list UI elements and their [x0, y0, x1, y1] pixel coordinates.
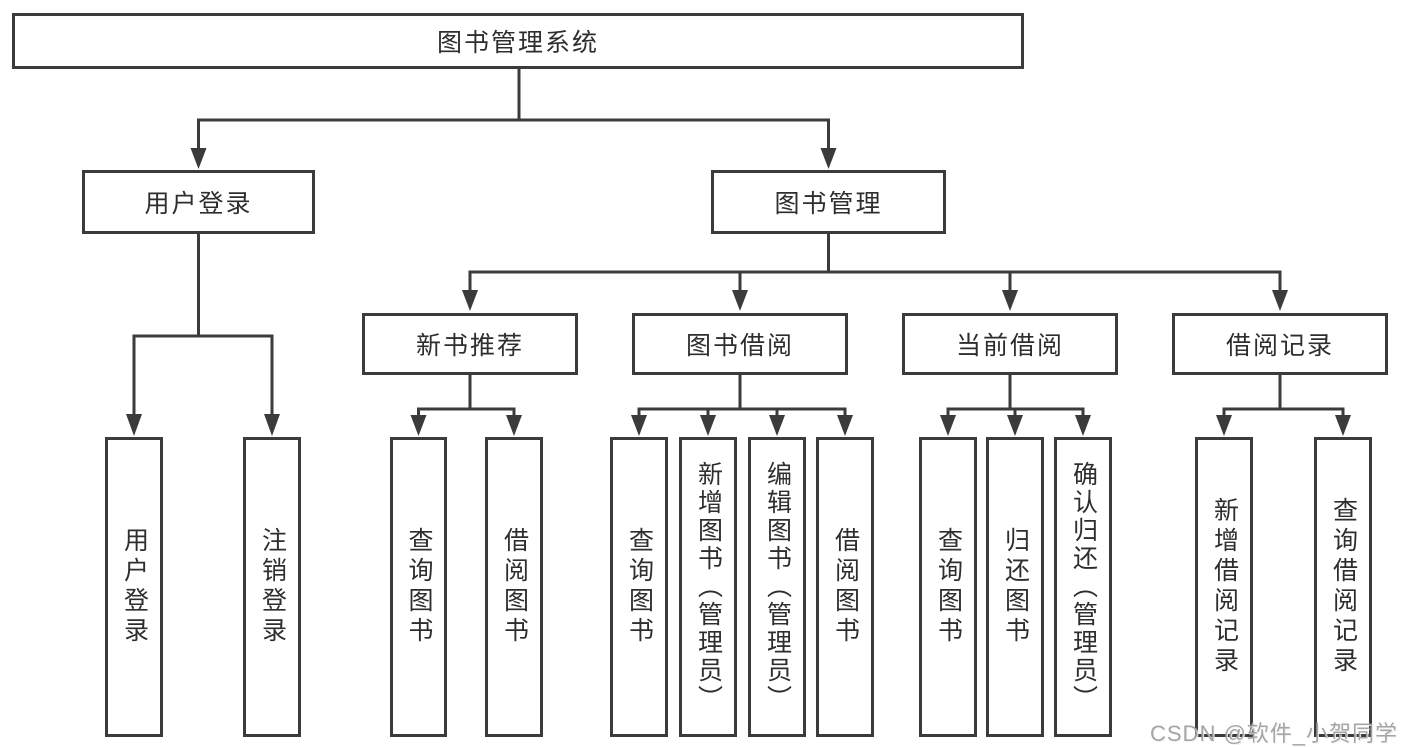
- leaf-logout: 注销登录: [243, 437, 301, 737]
- leaf-borrow-books: 借阅图书: [816, 437, 874, 737]
- leaf-borrow-books-recommendation: 借阅图书: [485, 437, 543, 737]
- node-new-book-recommendation: 新书推荐: [362, 313, 578, 375]
- leaf-query-borrow-record: 查询借阅记录: [1314, 437, 1372, 737]
- node-book-borrowing: 图书借阅: [632, 313, 848, 375]
- node-library-management-system: 图书管理系统: [12, 13, 1024, 69]
- leaf-edit-books-admin: 编辑图书（管理员）: [748, 437, 806, 737]
- node-current-borrowing: 当前借阅: [902, 313, 1118, 375]
- leaf-query-books-current: 查询图书: [919, 437, 977, 737]
- leaf-confirm-return-admin: 确认归还（管理员）: [1054, 437, 1112, 737]
- leaf-add-books-admin: 新增图书（管理员）: [679, 437, 737, 737]
- node-user-login: 用户登录: [82, 170, 315, 234]
- leaf-user-login: 用户登录: [105, 437, 163, 737]
- leaf-query-books-borrowing: 查询图书: [610, 437, 668, 737]
- node-borrowing-records: 借阅记录: [1172, 313, 1388, 375]
- node-book-management: 图书管理: [711, 170, 946, 234]
- leaf-return-books: 归还图书: [986, 437, 1044, 737]
- leaf-query-books-recommendation: 查询图书: [390, 437, 447, 737]
- leaf-add-borrow-record: 新增借阅记录: [1195, 437, 1253, 737]
- csdn-watermark: CSDN @软件_小贺同学: [1150, 721, 1399, 746]
